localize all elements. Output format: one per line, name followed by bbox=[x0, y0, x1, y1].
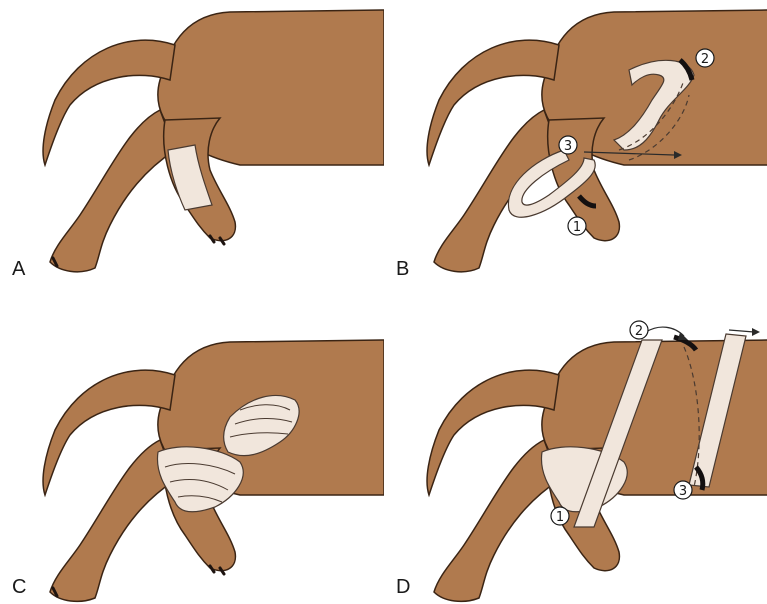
panel-d: 2 1 3 D bbox=[384, 302, 767, 604]
svg-text:1: 1 bbox=[573, 220, 581, 235]
callout-2: 2 bbox=[630, 321, 648, 339]
panel-a-illustration bbox=[0, 0, 384, 302]
panel-b-illustration: 2 3 1 bbox=[384, 0, 767, 302]
panel-a: A bbox=[0, 0, 384, 302]
callout-1: 1 bbox=[568, 217, 586, 235]
dog-back-leg bbox=[434, 440, 559, 601]
dog-back-leg bbox=[50, 110, 175, 272]
panel-label-a: A bbox=[12, 258, 25, 281]
svg-text:1: 1 bbox=[556, 510, 564, 525]
svg-text:3: 3 bbox=[564, 139, 572, 154]
callout-3: 3 bbox=[674, 481, 692, 499]
panel-c: C bbox=[0, 302, 384, 604]
direction-arrow-top bbox=[646, 327, 684, 336]
svg-text:2: 2 bbox=[635, 324, 643, 339]
direction-arrow-right-head bbox=[752, 328, 760, 336]
svg-text:2: 2 bbox=[701, 52, 709, 67]
direction-arrow-top-head bbox=[678, 332, 688, 340]
panel-label-c: C bbox=[12, 576, 26, 599]
panel-c-illustration bbox=[0, 302, 384, 604]
dog-back-leg bbox=[434, 110, 559, 272]
callout-2: 2 bbox=[696, 49, 714, 67]
direction-arrow-right bbox=[729, 330, 754, 332]
panel-label-b: B bbox=[396, 258, 409, 281]
panel-b: 2 3 1 B bbox=[384, 0, 767, 302]
panel-label-d: D bbox=[396, 576, 410, 599]
svg-text:3: 3 bbox=[679, 484, 687, 499]
dog-back-leg bbox=[50, 440, 175, 601]
callout-1: 1 bbox=[551, 507, 569, 525]
callout-3: 3 bbox=[559, 136, 577, 154]
panel-d-illustration: 2 1 3 bbox=[384, 302, 767, 604]
